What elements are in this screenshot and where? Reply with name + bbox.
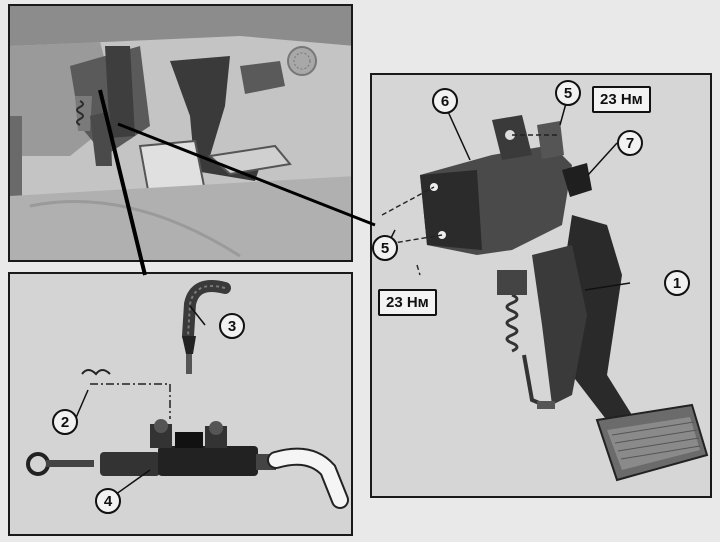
- callout-2-label: 2: [60, 413, 70, 431]
- callout-1: 1: [664, 270, 690, 296]
- callout-4: 4: [95, 488, 121, 514]
- callout-5-top-label: 5: [563, 84, 573, 102]
- callout-4-label: 4: [103, 492, 113, 510]
- callout-5-bottom: 5: [372, 235, 398, 261]
- callout-3: 3: [219, 313, 245, 339]
- callout-5-top: 5: [555, 80, 581, 106]
- interior-photo-panel: [8, 4, 353, 262]
- interior-photo-illustration: [10, 6, 351, 260]
- callout-7: 7: [617, 130, 643, 156]
- callout-2: 2: [52, 409, 78, 435]
- master-cylinder-illustration: [10, 274, 351, 534]
- callout-6: 6: [432, 88, 458, 114]
- callout-6-label: 6: [440, 92, 450, 110]
- torque-label-top: 23 Нм: [592, 86, 651, 113]
- callout-1-label: 1: [672, 274, 682, 292]
- callout-7-label: 7: [625, 134, 635, 152]
- callout-3-label: 3: [227, 317, 237, 335]
- pedal-assembly-panel: [370, 73, 712, 498]
- callout-5-bottom-label: 5: [380, 239, 390, 257]
- pedal-assembly-illustration: [372, 75, 710, 496]
- torque-label-bottom: 23 Нм: [378, 289, 437, 316]
- master-cylinder-panel: [8, 272, 353, 536]
